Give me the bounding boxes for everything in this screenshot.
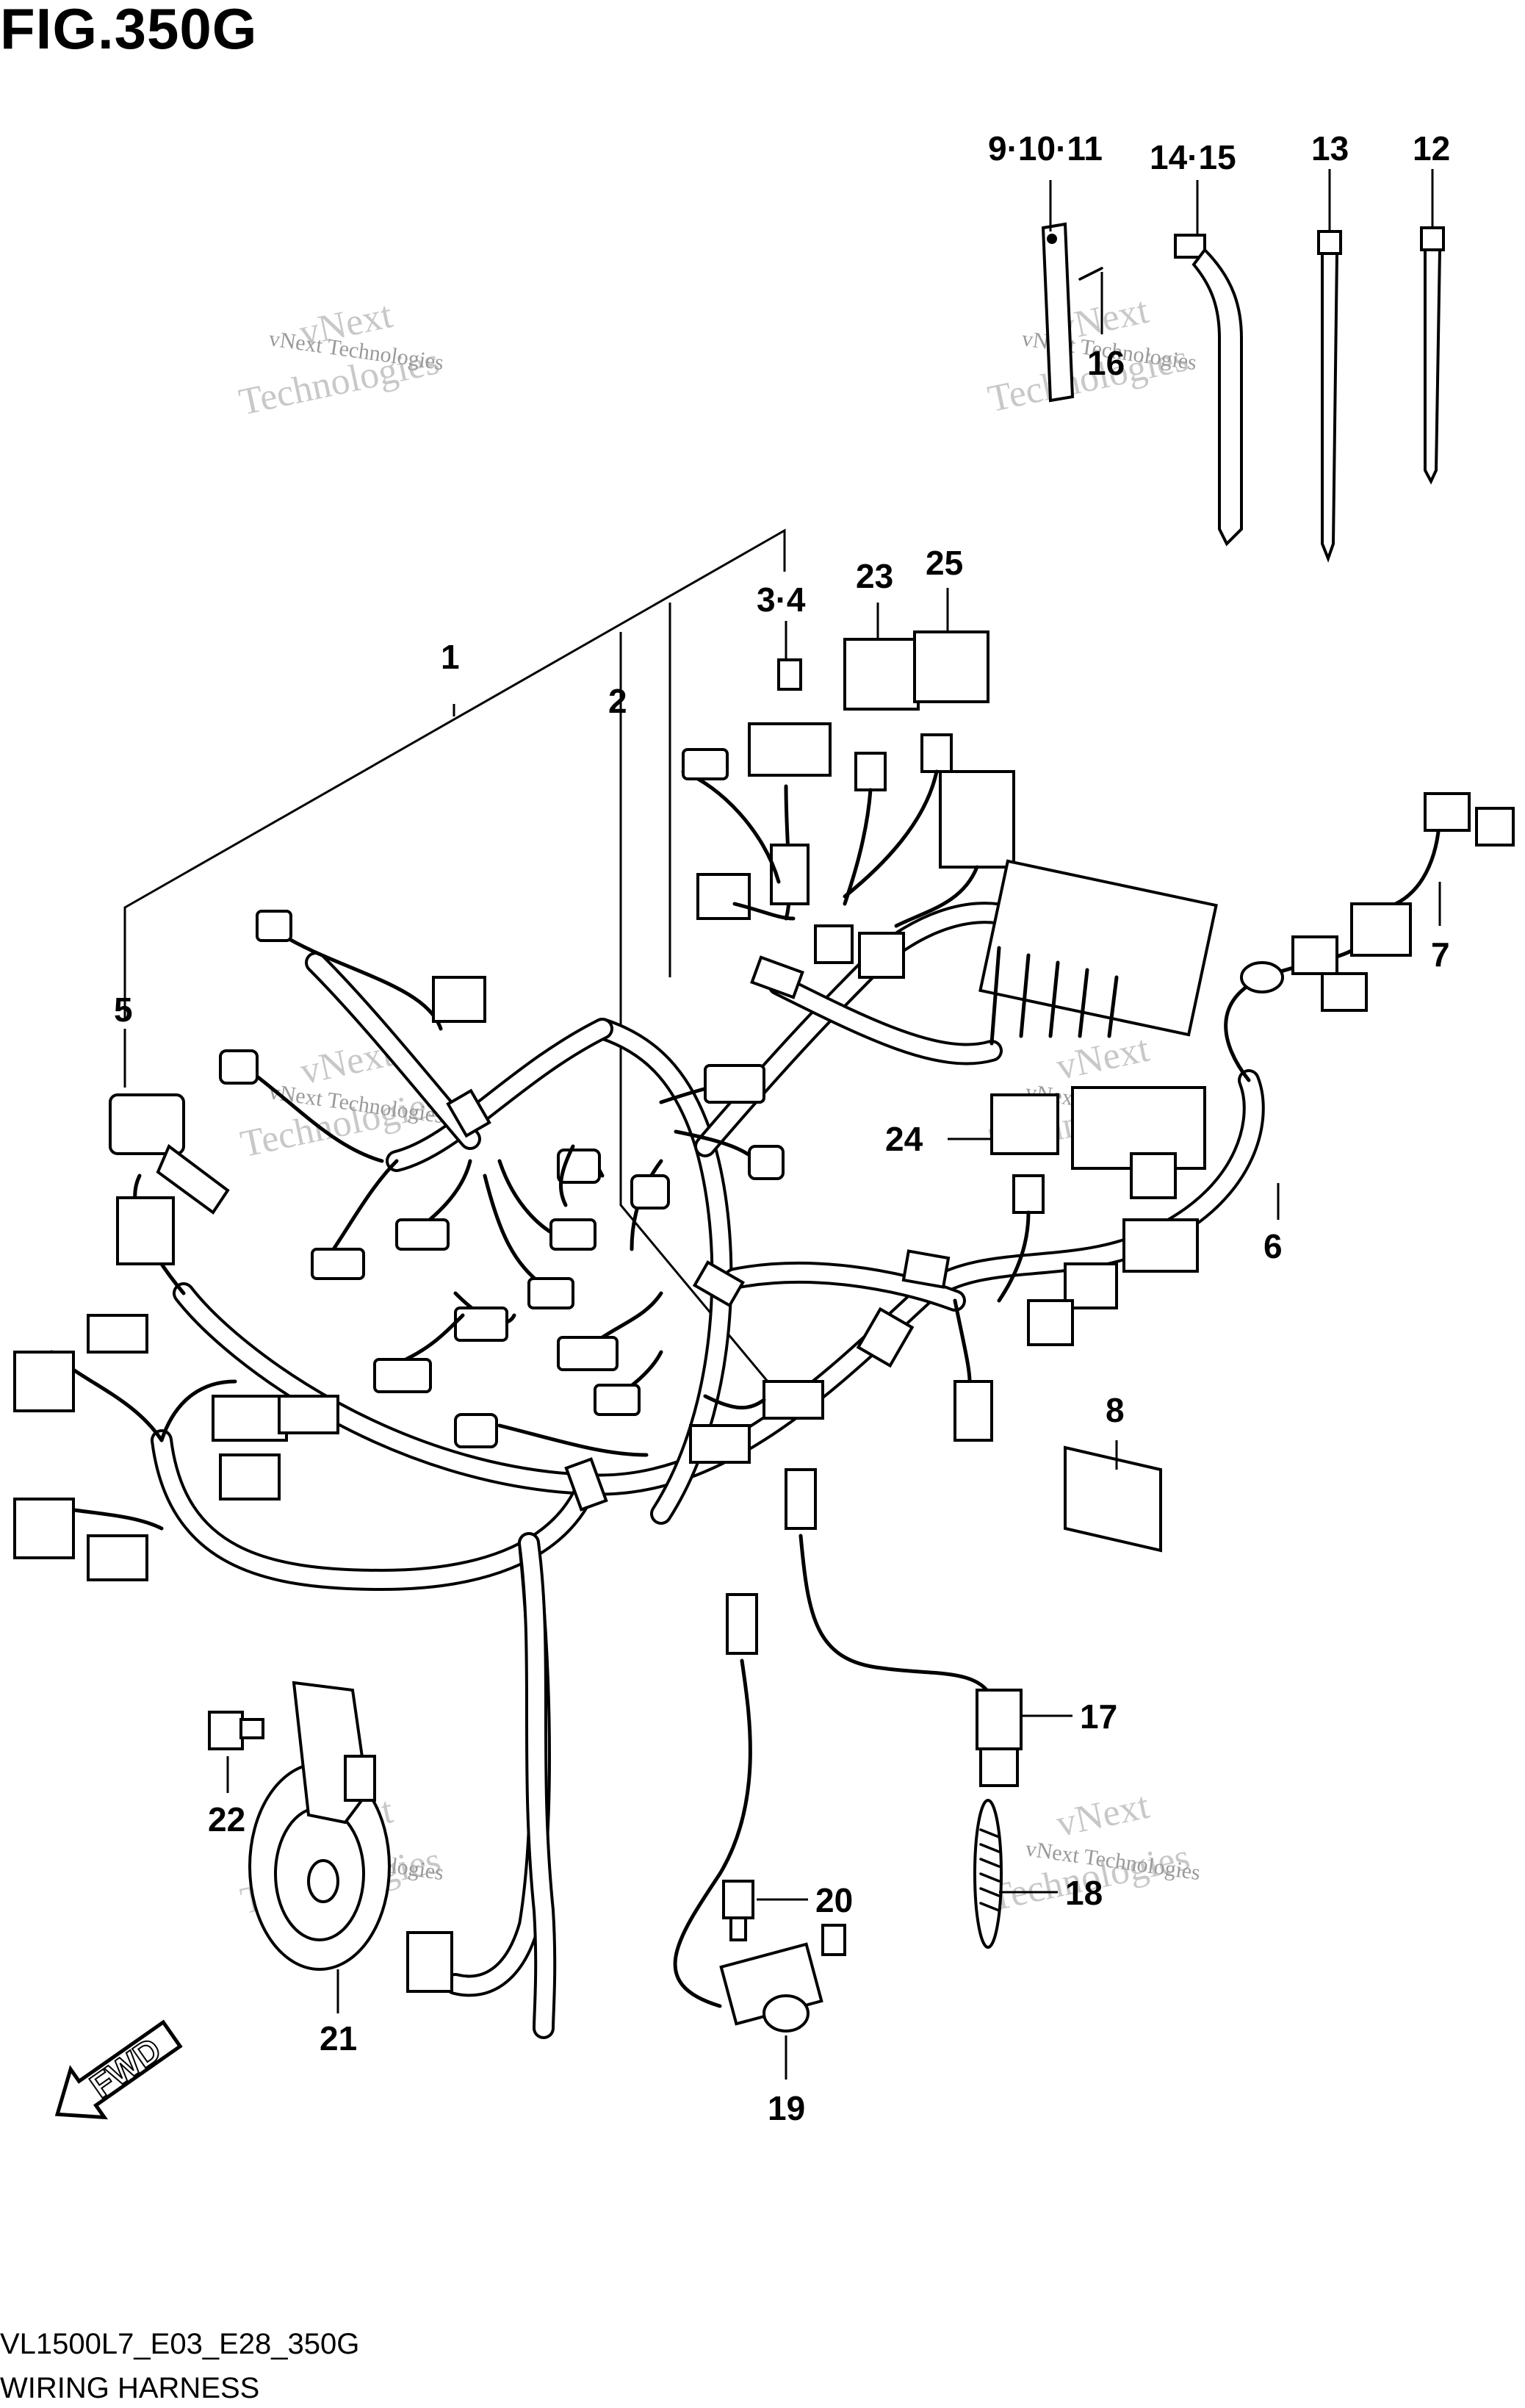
left-connector-cluster (13, 1174, 339, 1581)
figure-name: WIRING HARNESS (0, 2372, 260, 2404)
sensor-17 (785, 1468, 1023, 1787)
label-part-17: 17 (1080, 1697, 1117, 1736)
label-part-9-10-11: 9·10·11 (988, 129, 1103, 168)
label-part-1: 1 (441, 638, 460, 676)
bolt-20 (722, 1880, 754, 1941)
main-harness (151, 902, 1265, 2039)
figure-title: FIG.350G (0, 0, 258, 61)
label-part-14-15: 14·15 (1150, 138, 1236, 176)
ecu-block (978, 859, 1218, 1046)
upper-connectors (681, 630, 1015, 979)
label-part-16: 16 (1087, 344, 1125, 382)
part-leaders (123, 169, 1441, 2080)
label-part-22: 22 (208, 1800, 245, 1839)
label-part-24: 24 (885, 1120, 923, 1158)
label-sheet-8 (1064, 1445, 1162, 1553)
label-part-12: 12 (1413, 129, 1450, 168)
model-code: VL1500L7_E03_E28_350G (0, 2328, 360, 2360)
label-part-20: 20 (815, 1881, 853, 1919)
grommet-5 (109, 1093, 230, 1215)
right-harness (689, 792, 1515, 1464)
branch-wires-left (219, 910, 785, 1457)
fwd-arrow: FWD (54, 2019, 183, 2120)
svg-text:vNext: vNext (1053, 1028, 1153, 1088)
label-part-19: 19 (768, 2089, 805, 2127)
bolt-22 (208, 1711, 264, 1750)
label-part-8: 8 (1106, 1391, 1125, 1429)
switch-19 (673, 1593, 846, 2033)
label-part-23: 23 (856, 557, 893, 595)
label-part-5: 5 (114, 991, 133, 1029)
spring-18 (973, 1799, 1003, 1949)
clamps-and-ties (1041, 222, 1445, 563)
label-part-21: 21 (320, 2019, 357, 2057)
label-part-6: 6 (1263, 1227, 1283, 1265)
horn-21 (248, 1681, 453, 1993)
label-part-25: 25 (926, 544, 963, 582)
svg-text:vNext: vNext (1053, 1785, 1153, 1845)
label-part-2: 2 (608, 682, 627, 720)
label-part-18: 18 (1065, 1874, 1103, 1912)
label-part-3-4: 3·4 (757, 581, 806, 619)
label-part-13: 13 (1311, 129, 1349, 168)
label-part-7: 7 (1431, 935, 1450, 974)
